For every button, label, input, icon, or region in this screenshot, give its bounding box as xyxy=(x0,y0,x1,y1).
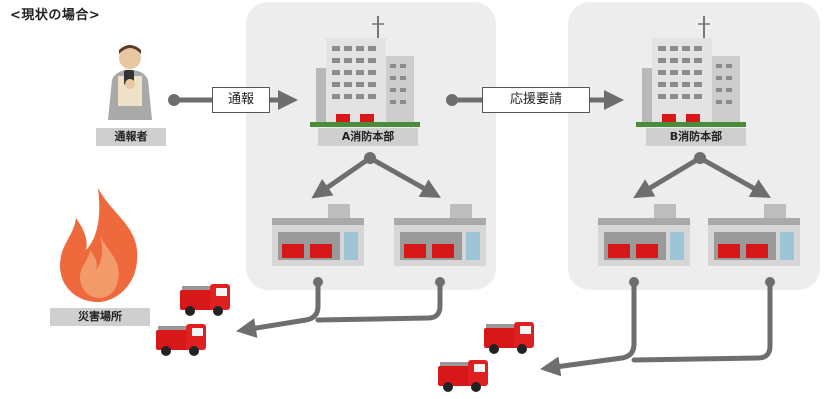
hq-b-label: B消防本部 xyxy=(646,128,746,146)
hq-b-response-route xyxy=(540,277,775,377)
hq-b-dispatch-arrows xyxy=(633,152,771,199)
hq-a-label: A消防本部 xyxy=(318,128,418,146)
support-request-arrow xyxy=(446,90,624,110)
hq-a-response-route xyxy=(236,277,445,338)
report-message-box: 通報 xyxy=(212,87,270,113)
fire-truck-icon-a1 xyxy=(180,284,230,316)
reporter-label: 通報者 xyxy=(96,128,166,146)
fire-truck-icon-b2 xyxy=(438,360,488,392)
report-arrow xyxy=(168,90,298,110)
fire-truck-icon-a2 xyxy=(156,324,206,356)
fire-truck-icon-b1 xyxy=(484,322,534,354)
hq-a-dispatch-arrows xyxy=(311,152,441,199)
fire-flame-icon xyxy=(60,188,138,302)
diagram-caption: <現状の場合> xyxy=(10,8,101,23)
disaster-label: 災害場所 xyxy=(50,308,150,326)
support-request-message-box: 応援要請 xyxy=(482,87,590,113)
reporter-person-icon xyxy=(108,45,152,120)
